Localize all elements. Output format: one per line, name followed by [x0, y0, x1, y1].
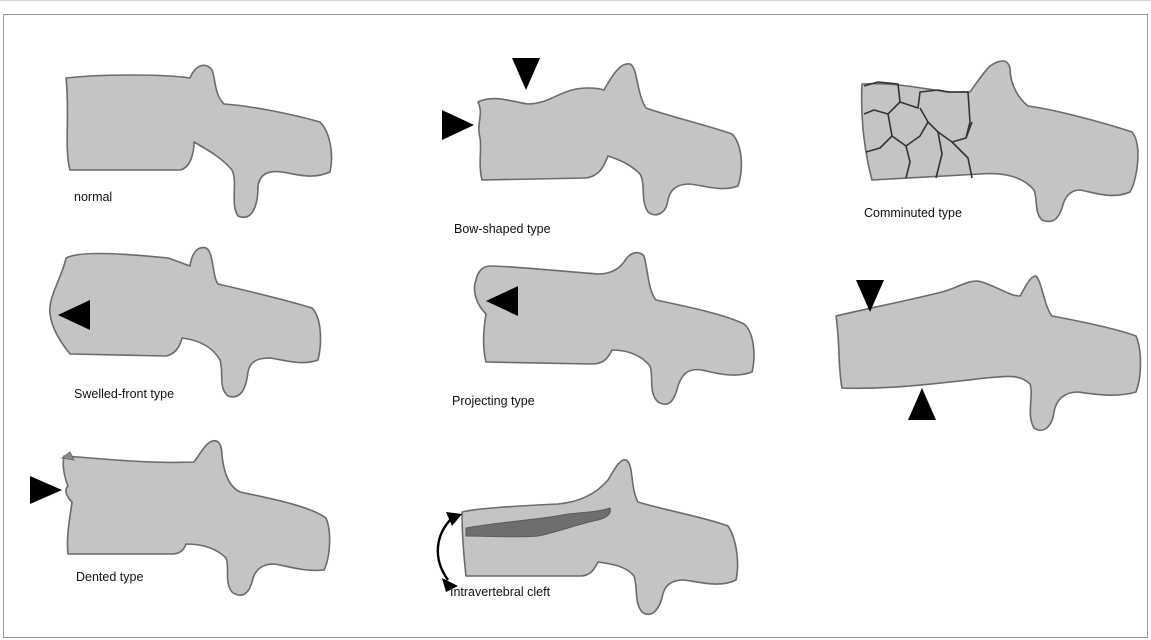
- arrow-up-icon: [908, 388, 936, 420]
- label-projecting-type: Projecting type: [452, 394, 535, 408]
- label-swelled-front-type: Swelled-front type: [74, 387, 174, 401]
- arrow-right-icon: [442, 110, 474, 140]
- vertebra-bow-shaped: [478, 64, 741, 215]
- vertebra-projecting: [474, 253, 753, 405]
- vertebra-wedge: [836, 276, 1141, 430]
- arrow-down-icon: [512, 58, 540, 90]
- vertebra-swelled-front: [50, 248, 321, 397]
- label-normal: normal: [74, 190, 112, 204]
- vertebra-comminuted: [862, 61, 1138, 222]
- label-dented-type: Dented type: [76, 570, 143, 584]
- bidirectional-arrow-icon: [438, 512, 462, 592]
- label-intravertebral-cleft: Intravertebral cleft: [450, 585, 550, 599]
- arrow-right-icon: [30, 476, 62, 504]
- label-comminuted-type: Comminuted type: [864, 206, 962, 220]
- label-bow-shaped-type: Bow-shaped type: [454, 222, 551, 236]
